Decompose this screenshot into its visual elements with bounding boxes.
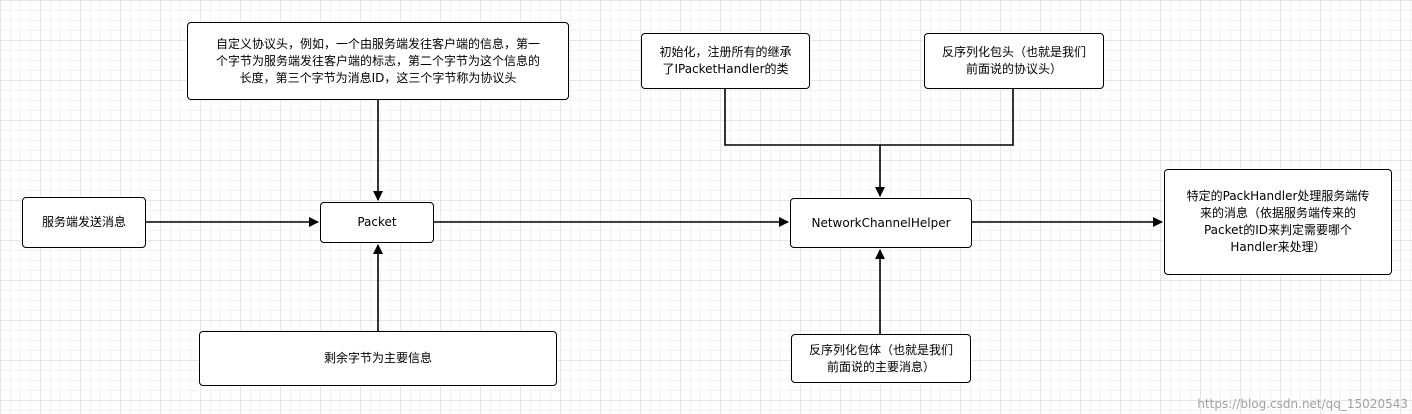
deserialize-header-box: 反序列化包头（也就是我们 前面说的协议头） xyxy=(924,33,1104,89)
header-note-box: 自定义协议头，例如，一个由服务端发往客户端的信息，第一 个字节为服务端发往客户端… xyxy=(187,22,569,100)
deserialize-body-box: 反序列化包体（也就是我们 前面说的主要消息） xyxy=(791,334,971,383)
remaining-bytes-box: 剩余字节为主要信息 xyxy=(199,331,557,386)
packet-box: Packet xyxy=(320,202,434,243)
network-helper-box: NetworkChannelHelper xyxy=(790,198,972,248)
handler-process-box: 特定的PackHandler处理服务端传 来的消息（依据服务端传来的 Packe… xyxy=(1164,169,1392,275)
edge-init-join xyxy=(724,89,880,146)
server-send-box: 服务端发送消息 xyxy=(22,197,146,248)
watermark: https://blog.csdn.net/qq_15020543 xyxy=(1197,397,1408,411)
init-register-box: 初始化，注册所有的继承 了IPacketHandler的类 xyxy=(641,33,810,89)
edge-deserialize-header-join xyxy=(880,89,1014,146)
